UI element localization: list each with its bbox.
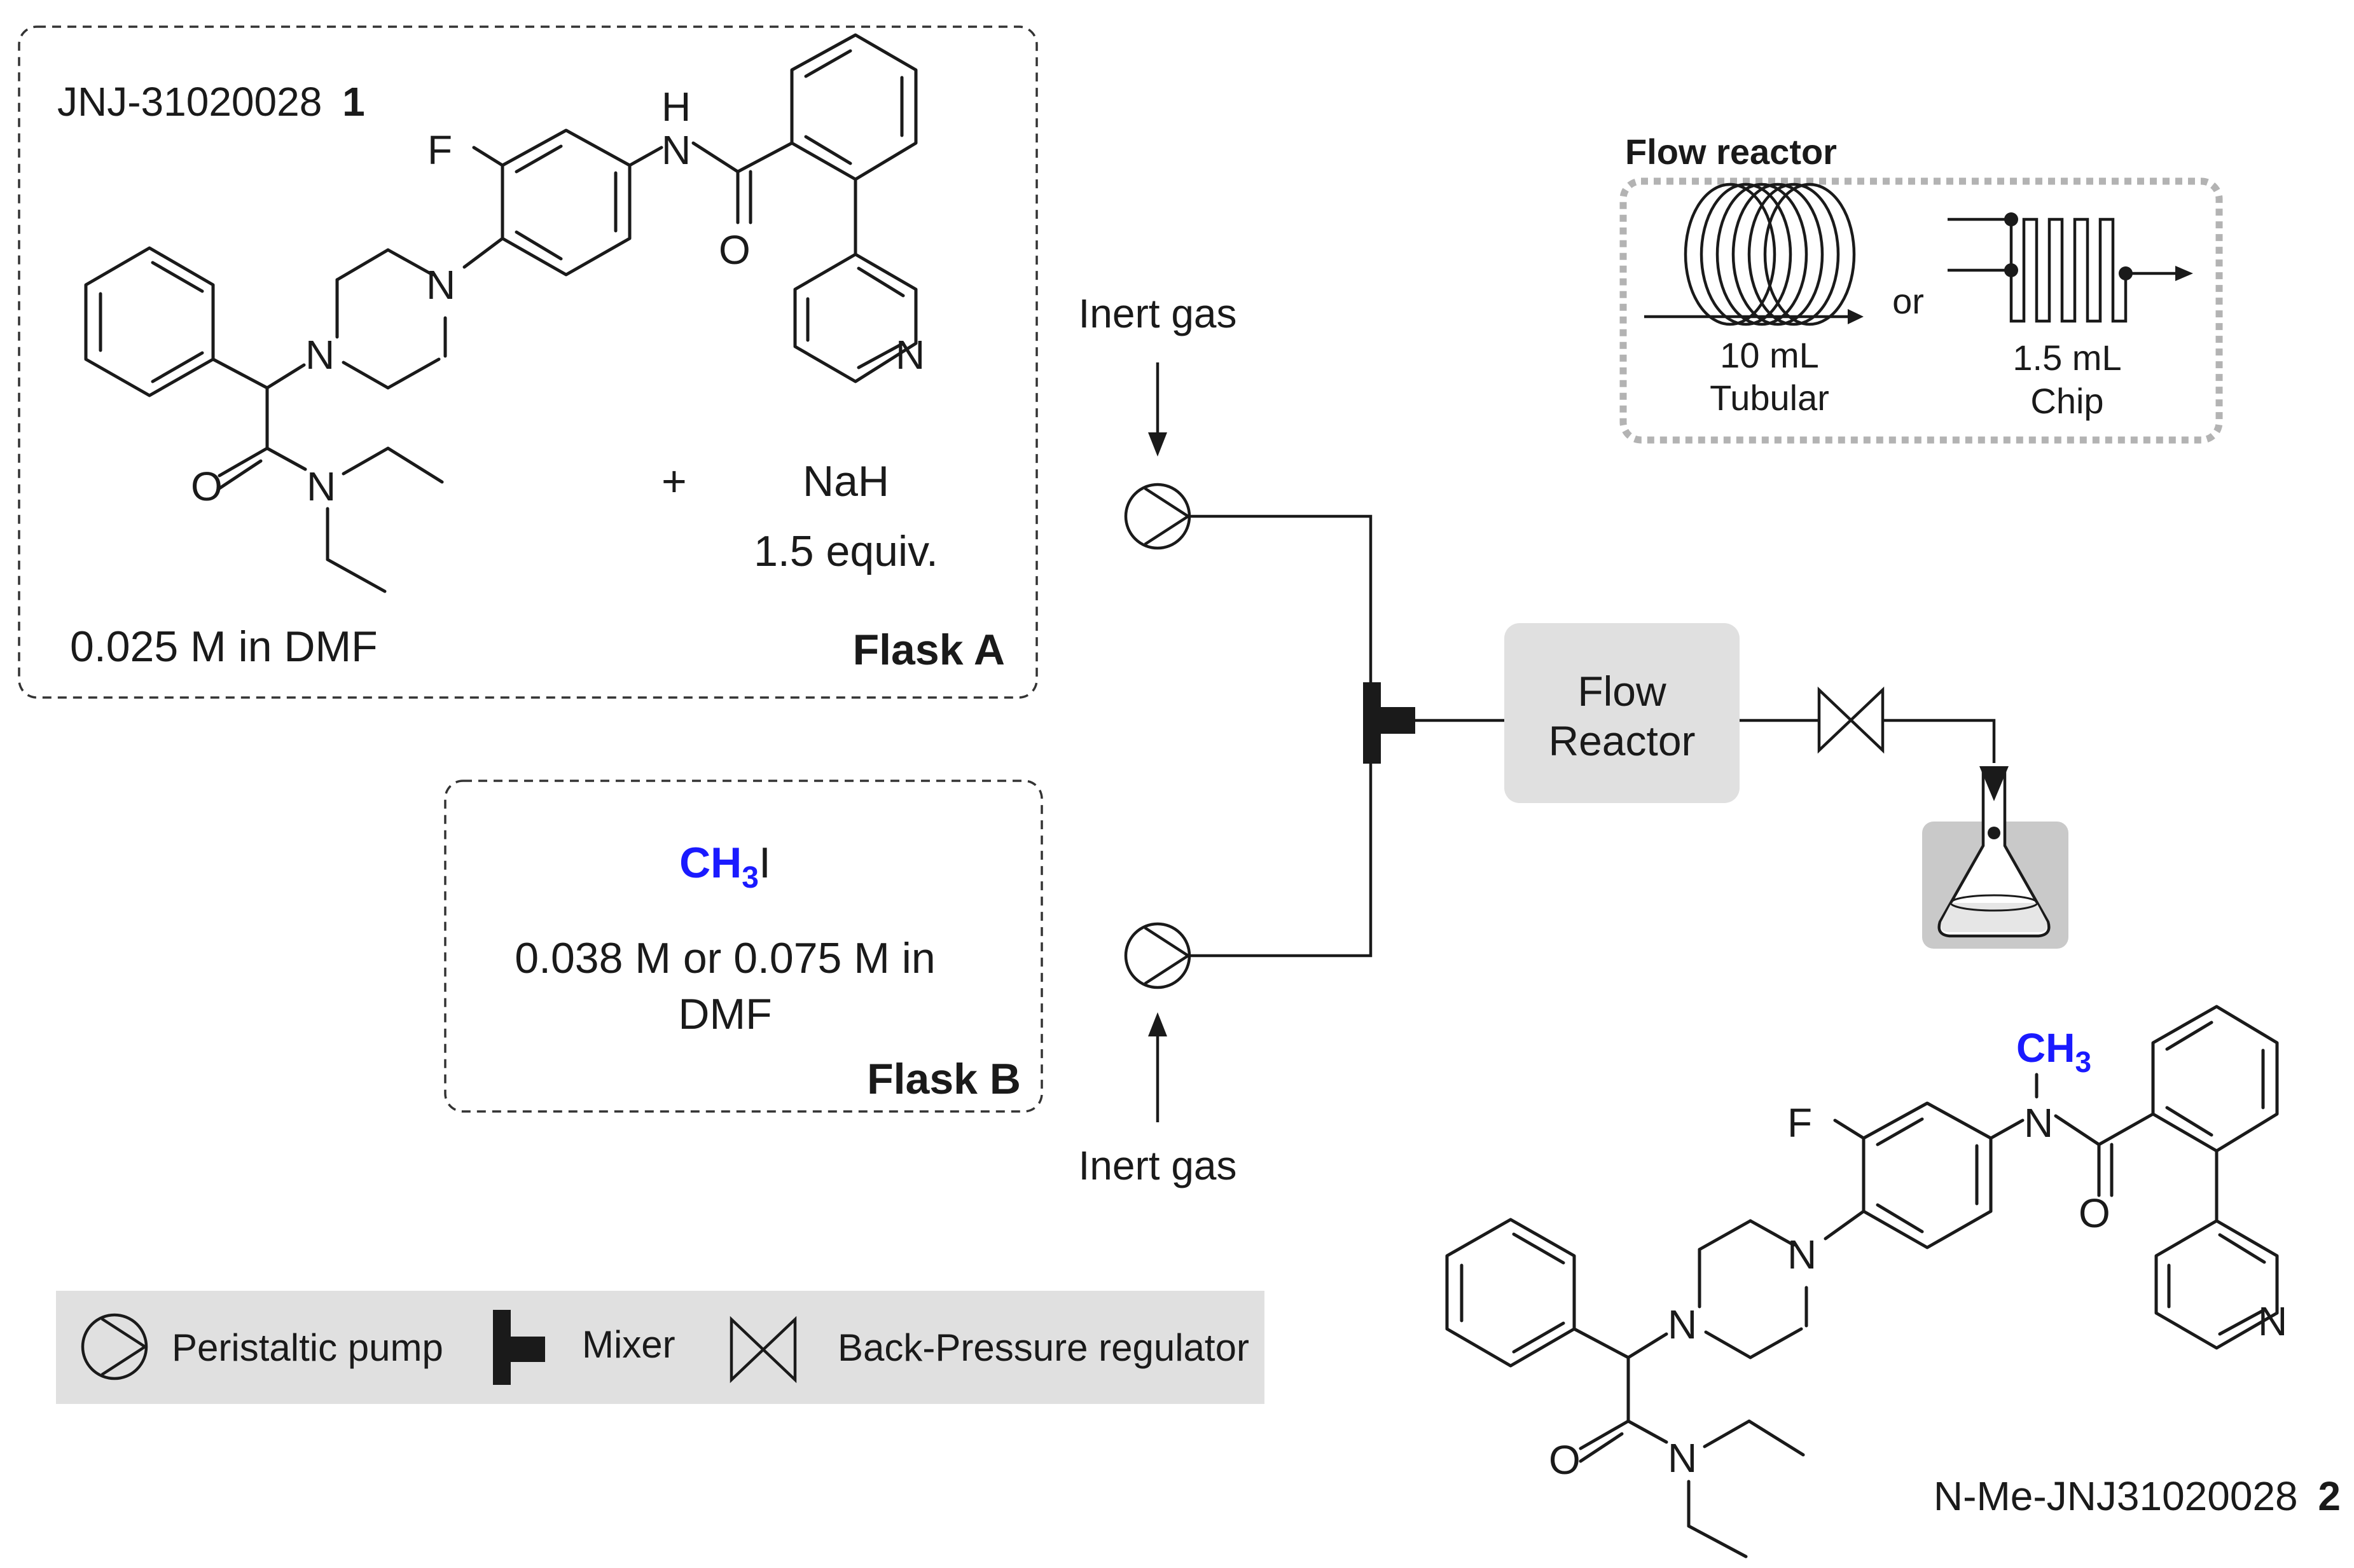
peristaltic-pump-icon xyxy=(1124,483,1191,550)
inert-gas-bottom-label: Inert gas xyxy=(1078,1143,1236,1188)
product-atom-n-methylamide: N xyxy=(2024,1100,2053,1146)
product-benzoyl-ring xyxy=(2151,1005,2279,1153)
reagent-nah: NaH xyxy=(803,457,889,505)
flask-a-border xyxy=(18,25,1038,699)
pyridine-ring xyxy=(793,252,918,383)
tubular-label: Tubular xyxy=(1710,378,1829,418)
chip-label: Chip xyxy=(2030,381,2103,421)
product-atom-f: F xyxy=(1787,1100,1812,1146)
fluorophenyl-ring xyxy=(501,128,632,277)
arrow-up-icon xyxy=(1148,1012,1167,1036)
tubing-top xyxy=(1189,514,1373,687)
flask-b-concentration-line1: 0.038 M or 0.075 M in xyxy=(515,934,935,982)
phenyl-ring xyxy=(84,246,215,397)
flask-b-label: Flask B xyxy=(867,1055,1021,1103)
flask-a-panel: JNJ-31020028 1 O N N xyxy=(18,25,1038,699)
atom-f-1: F xyxy=(427,127,452,173)
top-inlet: Inert gas xyxy=(1078,291,1237,550)
legend-pump-label: Peristaltic pump xyxy=(172,1326,443,1369)
flask-a-concentration: 0.025 M in DMF xyxy=(70,622,378,671)
tubular-volume: 10 mL xyxy=(1720,335,1819,375)
back-pressure-regulator-icon xyxy=(1817,686,1885,754)
product-atom-n-piperazine-1: N xyxy=(1668,1302,1697,1347)
tubing-bottom xyxy=(1189,760,1373,958)
collection-flask-icon xyxy=(1922,766,2068,949)
legend-pump-icon xyxy=(81,1313,148,1380)
flow-reactor-line2: Reactor xyxy=(1548,717,1695,764)
flask-b-panel: CH3I 0.038 M or 0.075 M in DMF Flask B xyxy=(444,780,1043,1113)
product-atom-o-amide: O xyxy=(1549,1437,1581,1483)
compound-1-name: JNJ-31020028 1 xyxy=(57,79,365,125)
bottom-inlet: Inert gas xyxy=(1078,922,1237,1188)
legend-bpr-icon xyxy=(730,1316,797,1384)
product-atom-o-amide-2: O xyxy=(2079,1190,2110,1236)
reagent-methyl-iodide: CH3I xyxy=(679,839,771,895)
legend-mixer-label: Mixer xyxy=(582,1323,675,1366)
tubular-coil-icon xyxy=(1644,182,1864,326)
product-methyl-group: CH3 xyxy=(2016,1025,2091,1078)
atom-o-amide-2: O xyxy=(719,227,751,273)
flow-reactor-inset: Flow reactor 10 mL Tubular or 1.5 mL xyxy=(1619,132,2223,444)
atom-n-diethylamide: N xyxy=(307,464,336,509)
product-atom-n-pyridine: N xyxy=(2258,1298,2287,1344)
mixer-icon xyxy=(1363,682,1415,764)
product-2-structure: O N N N F N CH3 O xyxy=(1445,1005,2287,1558)
tubing-to-collector xyxy=(1883,719,1996,763)
compound-1-structure: O N N N F N xyxy=(84,33,925,593)
legend-panel: Peristaltic pump Mixer Back-Pressure reg… xyxy=(56,1291,1264,1404)
atom-n-piperazine-1: N xyxy=(305,332,335,378)
flow-reactor-box xyxy=(1504,623,1740,803)
product-atom-n-diethylamide: N xyxy=(1668,1435,1697,1481)
atom-n-amide-nh: N xyxy=(661,127,691,173)
atom-n-piperazine-2: N xyxy=(426,262,455,308)
arrow-down-icon xyxy=(1148,432,1167,457)
flask-a-label: Flask A xyxy=(853,626,1005,674)
flask-b-border xyxy=(444,780,1043,1113)
legend-bpr-label: Back-Pressure regulator xyxy=(838,1326,1249,1369)
atom-h-amide: H xyxy=(661,84,691,130)
inset-border xyxy=(1619,177,2223,444)
atom-o-amide: O xyxy=(191,464,223,509)
flow-reactor-block: Flow Reactor xyxy=(1504,623,1740,803)
product-phenyl-ring xyxy=(1445,1218,1576,1368)
flow-reactor-line1: Flow xyxy=(1577,668,1666,715)
product-atom-n-piperazine-2: N xyxy=(1787,1232,1817,1277)
product-pyridine-ring xyxy=(2154,1219,2279,1350)
or-text: or xyxy=(1892,281,1924,321)
legend-background xyxy=(56,1291,1264,1404)
inert-gas-top-label: Inert gas xyxy=(1078,291,1236,336)
peristaltic-pump-icon xyxy=(1124,922,1191,989)
chip-reactor-icon xyxy=(1948,212,2193,323)
chip-volume: 1.5 mL xyxy=(2012,338,2121,378)
atom-n-pyridine: N xyxy=(896,332,925,378)
product-fluorophenyl-ring xyxy=(1862,1101,1993,1249)
plus-sign: + xyxy=(661,457,687,505)
reagent-nah-equiv: 1.5 equiv. xyxy=(754,527,938,575)
product-2-name: N-Me-JNJ31020028 2 xyxy=(1934,1473,2341,1519)
legend-mixer-icon xyxy=(493,1310,545,1385)
flask-b-concentration-line2: DMF xyxy=(678,990,772,1038)
inset-title: Flow reactor xyxy=(1625,132,1837,172)
benzoyl-ring xyxy=(790,33,918,181)
